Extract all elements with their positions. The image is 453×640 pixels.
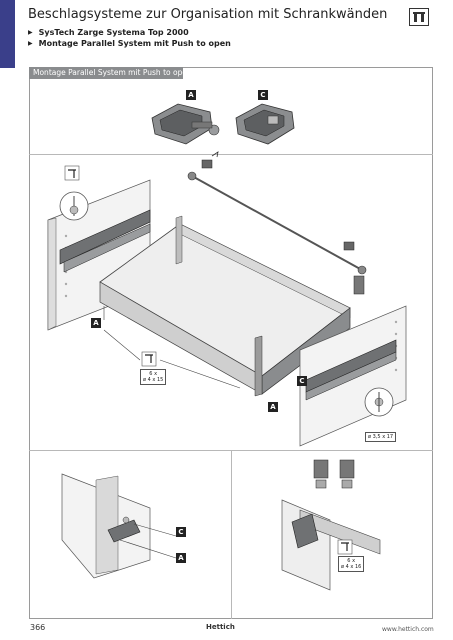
- part-label-c-bottom: C: [176, 527, 186, 537]
- screw-spec-bottom: 6 x ø 4 x 16: [338, 556, 365, 572]
- page-title: Beschlagsysteme zur Organisation mit Sch…: [28, 7, 388, 22]
- part-label-a-left: A: [91, 318, 101, 328]
- synchronisation-rod: [187, 171, 367, 275]
- screw-callout-left: [103, 306, 241, 389]
- screw-count-bottom: 6 x: [347, 558, 356, 564]
- catalog-logo-icon: [409, 8, 429, 26]
- latch-install-detail-left: [61, 473, 177, 579]
- screw-spec-left: 6 x ø 4 x 15: [140, 369, 167, 385]
- part-label-a-bottom: A: [176, 553, 186, 563]
- screwdriver-detail: [59, 165, 89, 221]
- screw-size-left: ø 4 x 15: [143, 377, 164, 383]
- section-header: Montage Parallel System mit Push to open: [29, 67, 192, 79]
- part-label-a-right: A: [268, 402, 278, 412]
- rod-bracket-top: [201, 151, 219, 169]
- breadcrumb-item-1[interactable]: SysTech Zarge Systema Top 2000: [28, 28, 189, 37]
- page-number: 366: [30, 623, 46, 632]
- chapter-side-tab: [0, 0, 15, 68]
- part-label-c-top: C: [258, 90, 268, 100]
- breadcrumb-item-2[interactable]: Montage Parallel System mit Push to open: [28, 39, 231, 48]
- screw-size-bottom: ø 4 x 16: [341, 564, 362, 570]
- brand-logo: Hettich: [206, 623, 235, 631]
- part-label-a-top: A: [186, 90, 196, 100]
- part-label-c-right: C: [297, 376, 307, 386]
- screw-size-right: ø 3,5 x 17: [368, 434, 394, 440]
- push-latch-c-illustration: [235, 103, 295, 145]
- screw-count-left: 6 x: [149, 371, 158, 377]
- divider-vertical: [231, 450, 232, 619]
- footer-url-link[interactable]: www.hettich.com: [382, 626, 434, 633]
- latch-install-detail-right: [281, 459, 381, 591]
- screwdriver-detail-right: [364, 387, 394, 417]
- rod-bracket-right: [343, 241, 365, 295]
- push-latch-a-illustration: [151, 103, 220, 145]
- divider-top: [29, 154, 433, 155]
- screw-spec-right: ø 3,5 x 17: [365, 432, 397, 442]
